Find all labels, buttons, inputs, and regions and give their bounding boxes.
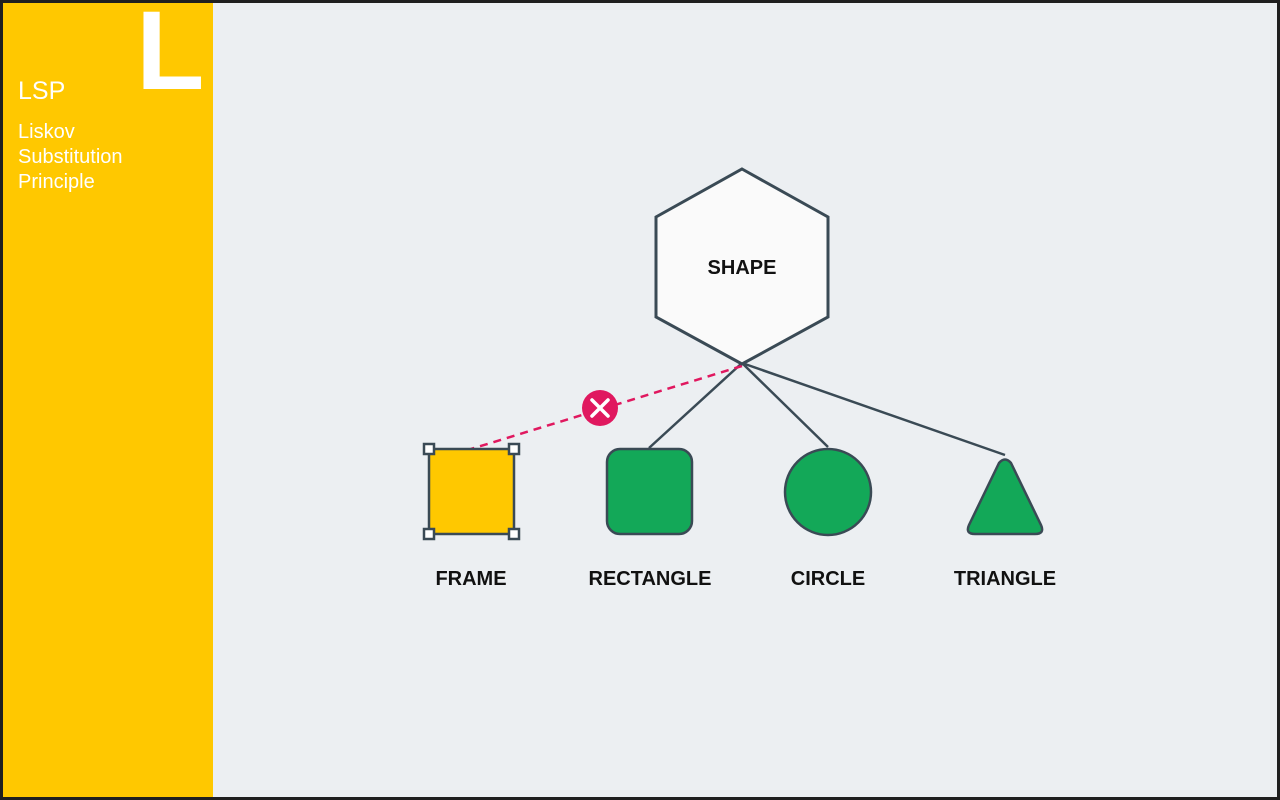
child-label-triangle: TRIANGLE bbox=[954, 568, 1056, 590]
principle-abbreviation: LSP bbox=[18, 77, 66, 105]
child-label-circle: CIRCLE bbox=[791, 568, 865, 590]
hexagon-icon bbox=[654, 167, 830, 366]
connector-triangle bbox=[741, 361, 1006, 457]
rounded-square-icon bbox=[605, 447, 694, 536]
x-mark-icon bbox=[582, 390, 618, 426]
sidebar: L LSP Liskov Substitution Principle bbox=[3, 3, 213, 797]
principle-name-line: Substitution bbox=[18, 146, 123, 168]
principle-name-line: Liskov bbox=[18, 121, 75, 143]
connector-rectangle bbox=[648, 362, 743, 449]
principle-name-line: Principle bbox=[18, 171, 95, 193]
inheritance-diagram: SHAPE FRAME RECTANGLE CIRCLE TRIANGLE bbox=[422, 167, 1056, 590]
triangle-icon bbox=[966, 458, 1044, 536]
parent-label: SHAPE bbox=[708, 257, 777, 279]
slide: L LSP Liskov Substitution Principle SHAP… bbox=[3, 3, 1277, 797]
circle-icon bbox=[783, 447, 873, 537]
child-label-frame: FRAME bbox=[435, 568, 506, 590]
connector-circle bbox=[741, 362, 829, 448]
principle-name: Liskov Substitution Principle bbox=[18, 120, 123, 195]
selection-frame-icon bbox=[422, 442, 521, 541]
child-label-rectangle: RECTANGLE bbox=[589, 568, 712, 590]
principle-letter: L bbox=[136, 3, 205, 113]
